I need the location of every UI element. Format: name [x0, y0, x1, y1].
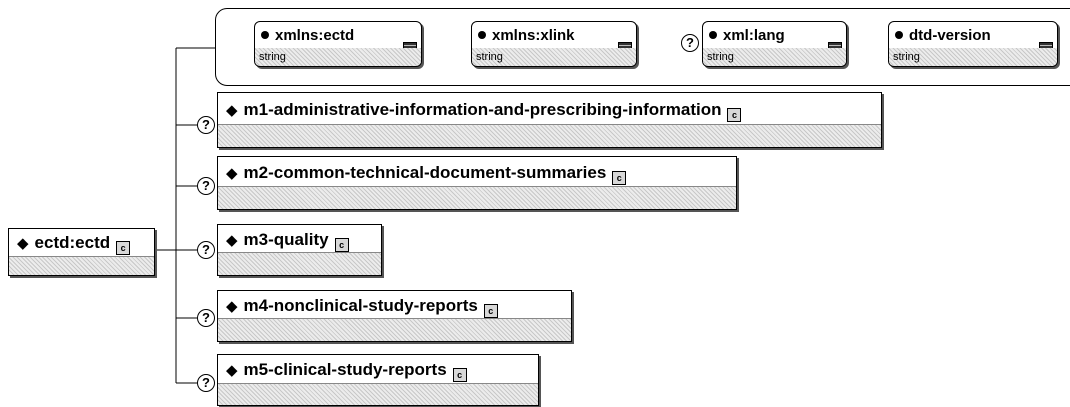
attribute-xmlns-xlink[interactable]: xmlns:xlink string — [471, 21, 637, 67]
element-diamond-icon: ◆ — [226, 102, 238, 119]
attribute-name: xmlns:ectd — [275, 26, 355, 44]
collapse-badge-icon[interactable]: c — [483, 304, 498, 318]
root-element-ectd[interactable]: ◆ ectd:ectd c — [8, 228, 155, 276]
attribute-type: string — [255, 48, 421, 66]
attribute-xml-lang[interactable]: xml:lang string — [702, 21, 847, 67]
optional-marker-icon: ? — [197, 374, 215, 392]
collapse-badge-icon[interactable]: c — [452, 368, 467, 382]
attribute-type: string — [472, 48, 636, 66]
root-element-name: ectd:ectd — [34, 233, 111, 252]
optional-marker-icon: ? — [197, 241, 215, 259]
child-element-m3[interactable]: ◆ m3-quality c — [217, 224, 382, 276]
collapse-badge-icon[interactable]: c — [612, 171, 627, 185]
collapse-badge-icon[interactable]: c — [334, 238, 349, 252]
attribute-dot-icon — [895, 31, 903, 39]
attribute-dtd-version[interactable]: dtd-version string — [888, 21, 1058, 67]
attribute-name: dtd-version — [909, 26, 991, 44]
attribute-name: xml:lang — [723, 26, 785, 44]
child-element-m1[interactable]: ◆ m1-administrative-information-and-pres… — [217, 92, 882, 148]
child-element-m5[interactable]: ◆ m5-clinical-study-reports c — [217, 354, 539, 406]
element-body — [218, 186, 736, 209]
child-element-name: m3-quality — [243, 230, 329, 249]
attribute-type: string — [889, 48, 1057, 66]
attribute-type: string — [703, 48, 846, 66]
attribute-dot-icon — [478, 31, 486, 39]
element-diamond-icon: ◆ — [226, 232, 238, 249]
attribute-group: xmlns:ectd string xmlns:xlink string ? x… — [215, 8, 1070, 86]
element-diamond-icon: ◆ — [226, 362, 238, 379]
attribute-dot-icon — [709, 31, 717, 39]
optional-marker-icon: ? — [197, 309, 215, 327]
collapse-badge-icon[interactable]: c — [116, 241, 131, 255]
collapse-badge-icon[interactable]: c — [727, 108, 742, 122]
attribute-dot-icon — [261, 31, 269, 39]
optional-marker-icon: ? — [681, 34, 699, 52]
attribute-xmlns-ectd[interactable]: xmlns:ectd string — [254, 21, 422, 67]
element-diamond-icon: ◆ — [226, 298, 238, 315]
optional-marker-icon: ? — [197, 177, 215, 195]
child-element-m2[interactable]: ◆ m2-common-technical-document-summaries… — [217, 156, 737, 210]
element-body — [9, 256, 154, 275]
child-element-name: m1-administrative-information-and-prescr… — [243, 100, 722, 119]
child-element-m4[interactable]: ◆ m4-nonclinical-study-reports c — [217, 290, 572, 342]
element-body — [218, 383, 538, 405]
attribute-name: xmlns:xlink — [492, 26, 575, 44]
element-diamond-icon: ◆ — [226, 165, 238, 182]
element-diamond-icon: ◆ — [17, 235, 29, 252]
element-body — [218, 318, 571, 341]
optional-marker-icon: ? — [197, 116, 215, 134]
child-element-name: m5-clinical-study-reports — [243, 360, 447, 379]
child-element-name: m2-common-technical-document-summaries — [243, 163, 607, 182]
element-body — [218, 252, 381, 275]
child-element-name: m4-nonclinical-study-reports — [243, 296, 478, 315]
element-body — [218, 124, 881, 147]
